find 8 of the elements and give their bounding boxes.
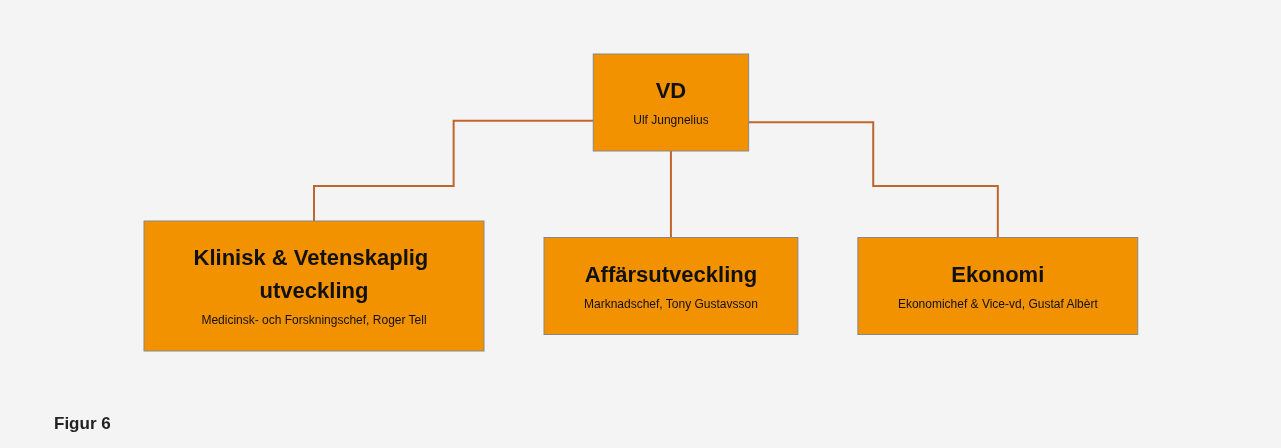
figure-caption: Figur 6 — [54, 414, 111, 434]
node-box: VD Ulf Jungnelius — [592, 53, 749, 152]
connector — [312, 119, 594, 222]
node-box: Klinisk & Vetenskaplig utveckling Medicinsk- och Forskningschef, Roger Tell — [143, 220, 485, 352]
connector — [669, 150, 672, 239]
node-box: Ekonomi Ekonomichef & Vice-vd, Gustaf Albèrt — [857, 237, 1138, 335]
node-box: Affärsutveckling Marknadschef, Tony Gustavsson — [543, 237, 798, 335]
connector — [747, 121, 999, 239]
